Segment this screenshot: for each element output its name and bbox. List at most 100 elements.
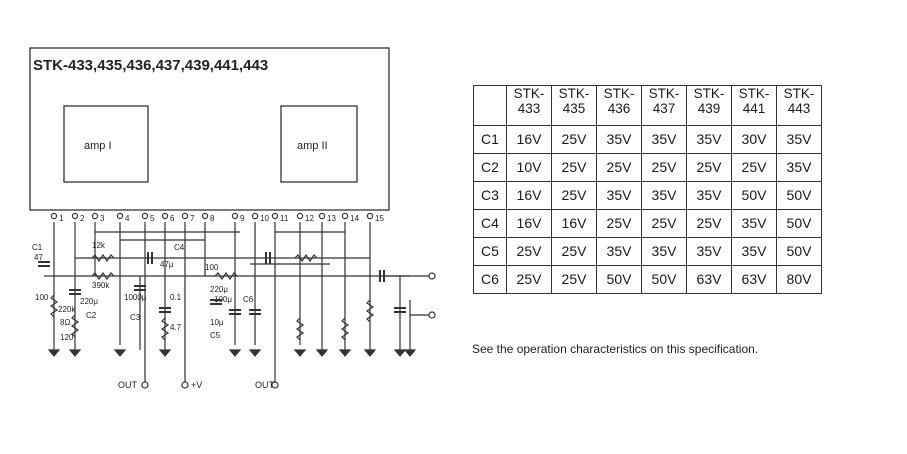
ground-symbols <box>47 349 417 357</box>
column-header: STK-435 <box>551 85 597 126</box>
label-c1-val: 47 <box>34 253 43 262</box>
column-model: 435 <box>562 101 586 116</box>
label-r8: 8Ω <box>60 318 70 327</box>
voltage-cell: 25V <box>551 265 597 294</box>
voltage-cell: 25V <box>551 237 597 266</box>
label-r100: 100 <box>35 293 49 302</box>
column-header: STK-433 <box>506 85 552 126</box>
pin-9 <box>231 212 239 220</box>
voltage-cell: 25V <box>596 209 642 238</box>
capacitors <box>38 252 406 315</box>
voltage-cell: 63V <box>731 265 777 294</box>
spk-terminal-a <box>428 272 436 280</box>
voltage-cell: 25V <box>596 153 642 182</box>
label-c2: C2 <box>86 311 97 320</box>
voltage-cell: 35V <box>596 181 642 210</box>
ground-9 <box>338 349 352 357</box>
ground-7 <box>293 349 307 357</box>
voltage-cell: 25V <box>686 153 732 182</box>
row-label: C3 <box>473 181 507 210</box>
column-header: STK-436 <box>596 85 642 126</box>
row-label: C1 <box>473 125 507 154</box>
spk-terminal-b <box>428 311 436 319</box>
pin-label-8: 8 <box>210 214 215 223</box>
voltage-cell: 25V <box>551 181 597 210</box>
amplifier-schematic: STK-433,435,436,437,439,441,443 amp I am… <box>29 47 436 390</box>
pin-label-6: 6 <box>170 214 175 223</box>
voltage-cell: 25V <box>641 153 687 182</box>
label-r01: 0.1 <box>170 293 182 302</box>
voltage-cell: 35V <box>776 153 822 182</box>
voltage-cell: 35V <box>776 125 822 154</box>
column-prefix: STK- <box>558 86 590 101</box>
label-r100a: 100 <box>205 263 219 272</box>
resistors <box>49 253 375 341</box>
voltage-cell: 25V <box>506 237 552 266</box>
label-r47: 4.7 <box>170 323 182 332</box>
pin-13 <box>318 212 326 220</box>
ground-4 <box>158 349 172 357</box>
voltage-cell: 50V <box>641 265 687 294</box>
voltage-cell: 63V <box>686 265 732 294</box>
pin-1 <box>50 212 58 220</box>
label-c5: C5 <box>210 331 221 340</box>
voltage-cell: 16V <box>506 181 552 210</box>
pin-label-5: 5 <box>150 214 155 223</box>
amp1-block <box>63 105 149 183</box>
pin-label-15: 15 <box>375 214 384 223</box>
pin-label-7: 7 <box>190 214 195 223</box>
pin-label-1: 1 <box>59 214 64 223</box>
column-prefix: STK- <box>513 86 545 101</box>
voltage-cell: 35V <box>596 125 642 154</box>
ground-3 <box>113 349 127 357</box>
pin-6 <box>161 212 169 220</box>
pin-label-4: 4 <box>125 214 130 223</box>
voltage-cell: 50V <box>596 265 642 294</box>
label-r10u: 10μ <box>210 318 224 327</box>
spec-note: See the operation characteristics on thi… <box>472 342 759 356</box>
voltage-cell: 16V <box>506 125 552 154</box>
module-outline <box>29 47 390 211</box>
column-header: STK-441 <box>731 85 777 126</box>
voltage-cell: 50V <box>731 181 777 210</box>
ground-12 <box>403 349 417 357</box>
label-r12k: 12k <box>92 241 106 250</box>
voltage-cell: 35V <box>731 209 777 238</box>
amp2-label: amp II <box>297 140 328 152</box>
voltage-cell: 25V <box>686 209 732 238</box>
label-c4: C4 <box>174 243 185 252</box>
label-c4-val: 47μ <box>160 260 174 269</box>
pin-8 <box>201 212 209 220</box>
voltage-cell: 25V <box>551 125 597 154</box>
ground-5 <box>228 349 242 357</box>
pin-2 <box>71 212 79 220</box>
voltage-cell: 35V <box>686 125 732 154</box>
amp2-block <box>280 105 358 183</box>
pin-label-13: 13 <box>327 214 336 223</box>
label-c3: C3 <box>130 313 141 322</box>
label-out1: OUT <box>118 380 138 390</box>
column-header: STK-443 <box>776 85 822 126</box>
ground-2 <box>68 349 82 357</box>
vcc-terminal <box>181 381 189 389</box>
pin-label-11: 11 <box>280 214 289 223</box>
voltage-cell: 16V <box>551 209 597 238</box>
column-prefix: STK- <box>603 86 635 101</box>
label-c1000: 1000μ <box>124 293 147 302</box>
column-prefix: STK- <box>783 86 815 101</box>
label-r100b: 100μ <box>214 295 232 304</box>
voltage-cell: 25V <box>731 153 777 182</box>
pin-5 <box>141 212 149 220</box>
pin-10 <box>251 212 259 220</box>
ground-11 <box>393 349 407 357</box>
pin-4 <box>116 212 124 220</box>
label-vcc: +V <box>191 380 202 390</box>
out1-terminal <box>141 381 149 389</box>
row-label: C6 <box>473 265 507 294</box>
voltage-cell: 25V <box>551 153 597 182</box>
label-c6: C6 <box>243 295 254 304</box>
label-r220u: 220μ <box>80 297 98 306</box>
